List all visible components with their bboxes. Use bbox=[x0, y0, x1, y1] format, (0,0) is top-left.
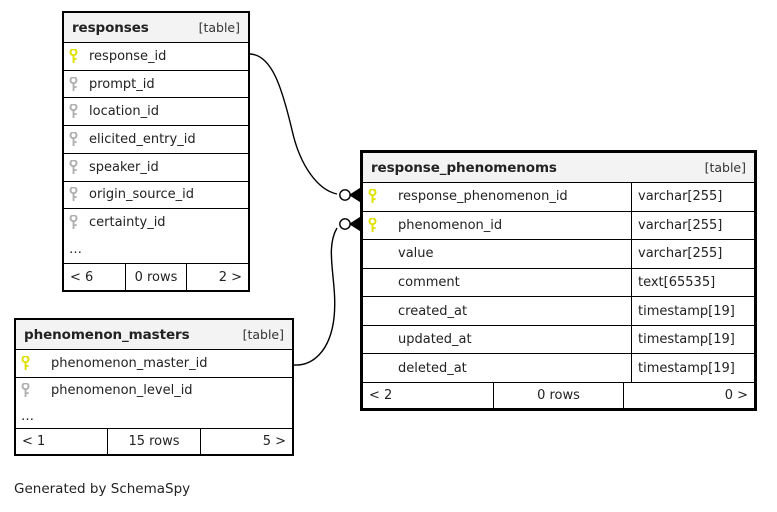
next-page-button[interactable]: 5 > bbox=[262, 434, 286, 449]
table-responses-title: responses bbox=[72, 19, 149, 36]
key-icon-foreign bbox=[64, 209, 82, 236]
column-name: created_at bbox=[398, 303, 468, 319]
column-row-phenomenon-level-id[interactable]: phenomenon_level_id bbox=[16, 378, 292, 405]
table-phenomenon-masters-tag: [table] bbox=[242, 327, 284, 342]
column-row-speaker-id[interactable]: speaker_id bbox=[64, 154, 248, 182]
spacer bbox=[381, 269, 391, 297]
key-icon-foreign bbox=[16, 378, 34, 405]
column-row-phenomenon-master-id[interactable]: phenomenon_master_id bbox=[16, 350, 292, 378]
key-slot-empty bbox=[363, 326, 381, 354]
key-slot-empty bbox=[363, 297, 381, 325]
column-row-response-phenomenon-id[interactable]: response_phenomenon_id varchar[255] bbox=[363, 183, 754, 212]
column-name: certainty_id bbox=[89, 215, 166, 231]
relationship-responses-to-response-phenomenoms bbox=[249, 53, 362, 203]
table-response-phenomenoms-header: response_phenomenoms [table] bbox=[363, 153, 754, 183]
key-icon-foreign bbox=[64, 154, 82, 181]
key-icon-primary bbox=[64, 43, 82, 70]
key-slot-empty bbox=[363, 240, 381, 268]
table-phenomenon-masters-footer: < 1 15 rows 5 > bbox=[16, 429, 292, 454]
key-icon-primary bbox=[363, 212, 381, 240]
column-name: response_id bbox=[89, 48, 167, 64]
spacer bbox=[381, 240, 391, 268]
column-row-origin-source-id[interactable]: origin_source_id bbox=[64, 182, 248, 210]
column-type: varchar[255] bbox=[631, 240, 754, 268]
key-icon-foreign bbox=[64, 71, 82, 98]
table-response-phenomenoms-footer: < 2 0 rows 0 > bbox=[363, 382, 754, 408]
column-row-prompt-id[interactable]: prompt_id bbox=[64, 71, 248, 99]
table-response-phenomenoms[interactable]: response_phenomenoms [table] response_ph… bbox=[360, 150, 757, 411]
column-name: location_id bbox=[89, 104, 159, 120]
column-type: varchar[255] bbox=[631, 183, 754, 211]
column-name: comment bbox=[398, 275, 460, 291]
spacer bbox=[34, 378, 44, 405]
column-type: text[65535] bbox=[631, 268, 754, 297]
table-responses-more-columns[interactable]: … bbox=[64, 236, 248, 264]
prev-page-button[interactable]: < 1 bbox=[22, 434, 46, 449]
table-responses-tag: [table] bbox=[198, 20, 240, 35]
column-name: phenomenon_id bbox=[398, 217, 503, 233]
column-row-location-id[interactable]: location_id bbox=[64, 98, 248, 127]
spacer bbox=[34, 350, 44, 377]
column-row-deleted-at[interactable]: deleted_at timestamp[19] bbox=[363, 354, 754, 383]
row-count-label: 0 rows bbox=[124, 264, 188, 290]
column-row-elicited-entry-id[interactable]: elicited_entry_id bbox=[64, 126, 248, 154]
prev-page-button[interactable]: < 2 bbox=[369, 388, 393, 403]
column-name: updated_at bbox=[398, 332, 472, 348]
relationship-phenomenon-masters-to-response-phenomenoms bbox=[293, 216, 362, 366]
row-count-label: 0 rows bbox=[492, 383, 625, 408]
key-icon-foreign bbox=[64, 182, 82, 209]
table-phenomenon-masters-title: phenomenon_masters bbox=[24, 326, 190, 343]
table-response-phenomenoms-columns: response_phenomenon_id varchar[255] phen… bbox=[363, 183, 754, 383]
column-name: speaker_id bbox=[89, 159, 159, 175]
table-responses-footer: < 6 0 rows 2 > bbox=[64, 264, 248, 290]
key-icon-primary bbox=[363, 183, 381, 211]
table-responses-columns: response_id prompt_id location_id bbox=[64, 43, 248, 236]
column-type: timestamp[19] bbox=[631, 325, 754, 354]
column-row-updated-at[interactable]: updated_at timestamp[19] bbox=[363, 325, 754, 355]
column-name: value bbox=[398, 246, 434, 262]
column-row-phenomenon-id[interactable]: phenomenon_id varchar[255] bbox=[363, 211, 754, 241]
row-count-label: 15 rows bbox=[107, 429, 201, 454]
table-responses[interactable]: responses [table] response_id bbox=[62, 11, 250, 292]
table-phenomenon-masters-columns: phenomenon_master_id phenomenon_level_id bbox=[16, 350, 292, 404]
next-page-button[interactable]: 2 > bbox=[218, 269, 243, 285]
table-phenomenon-masters[interactable]: phenomenon_masters [table] phenomenon_ma… bbox=[14, 318, 294, 456]
column-name: phenomenon_master_id bbox=[51, 355, 208, 371]
column-row-certainty-id[interactable]: certainty_id bbox=[64, 209, 248, 236]
column-row-value[interactable]: value varchar[255] bbox=[363, 240, 754, 269]
column-type: varchar[255] bbox=[631, 211, 754, 240]
table-phenomenon-masters-header: phenomenon_masters [table] bbox=[16, 320, 292, 350]
column-row-comment[interactable]: comment text[65535] bbox=[363, 268, 754, 298]
key-icon-foreign bbox=[64, 98, 82, 125]
table-response-phenomenoms-title: response_phenomenoms bbox=[371, 159, 557, 176]
column-name: response_phenomenon_id bbox=[398, 189, 568, 205]
key-icon-primary bbox=[16, 350, 34, 377]
key-icon-foreign bbox=[64, 126, 82, 153]
column-name: elicited_entry_id bbox=[89, 132, 196, 148]
column-type: timestamp[19] bbox=[631, 297, 754, 325]
table-responses-header: responses [table] bbox=[64, 13, 248, 43]
key-slot-empty bbox=[363, 269, 381, 297]
column-name: prompt_id bbox=[89, 76, 155, 92]
key-slot-empty bbox=[363, 354, 381, 382]
spacer bbox=[381, 354, 391, 382]
column-name: origin_source_id bbox=[89, 187, 195, 203]
table-response-phenomenoms-tag: [table] bbox=[704, 160, 746, 175]
prev-page-button[interactable]: < 6 bbox=[70, 269, 94, 285]
cardinality-zero-marker bbox=[339, 218, 351, 230]
column-row-response-id[interactable]: response_id bbox=[64, 43, 248, 71]
column-type: timestamp[19] bbox=[631, 354, 754, 383]
table-phenomenon-masters-more-columns[interactable]: … bbox=[16, 404, 292, 429]
generated-by-caption: Generated by SchemaSpy bbox=[14, 481, 191, 497]
column-name: phenomenon_level_id bbox=[51, 383, 193, 399]
spacer bbox=[381, 212, 391, 240]
spacer bbox=[381, 297, 391, 325]
column-row-created-at[interactable]: created_at timestamp[19] bbox=[363, 297, 754, 326]
cardinality-zero-marker bbox=[339, 189, 351, 201]
column-name: deleted_at bbox=[398, 360, 467, 376]
spacer bbox=[381, 183, 391, 211]
next-page-button[interactable]: 0 > bbox=[724, 388, 749, 403]
spacer bbox=[381, 326, 391, 354]
